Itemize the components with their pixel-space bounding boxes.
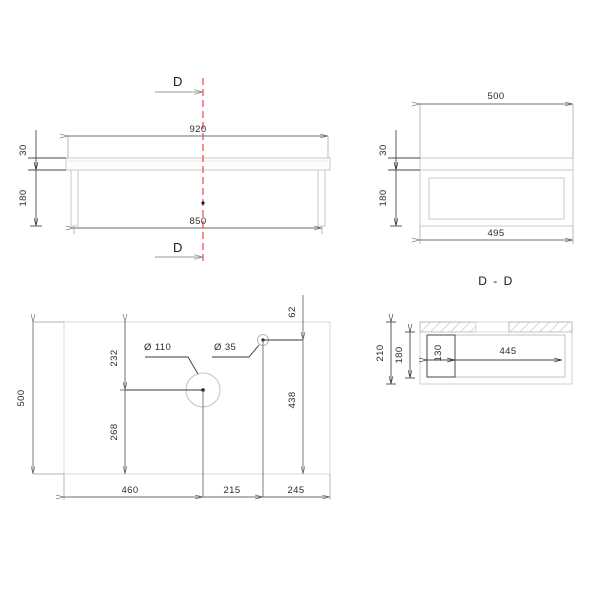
dimension-label-180-front: 180	[18, 189, 29, 206]
dimension-label-268: 268	[109, 423, 120, 440]
leader-hole-35: Ø 35	[212, 342, 260, 358]
dimension-label-210: 210	[375, 344, 386, 361]
dimension-leg-height-180: 180	[18, 170, 42, 227]
dimension-section-445: 445	[455, 346, 562, 360]
dimension-label-500-plan: 500	[16, 389, 27, 406]
dimension-label-62: 62	[287, 306, 298, 317]
view-plan: Ø 110 Ø 35 500 232 268	[16, 295, 331, 500]
dimension-label-438: 438	[287, 391, 298, 408]
dimension-label-445: 445	[499, 346, 516, 357]
callout-label-110: Ø 110	[144, 342, 171, 353]
dimension-label-920: 920	[189, 124, 206, 135]
dimension-label-245: 245	[287, 485, 304, 496]
dimension-label-30-side: 30	[378, 144, 389, 155]
dimension-section-210: 210	[375, 322, 396, 385]
dimension-label-180-section: 180	[394, 346, 405, 363]
dimension-side-thickness-30: 30	[378, 130, 420, 171]
dimension-label-180-side: 180	[378, 189, 389, 206]
callout-label-35: Ø 35	[214, 342, 236, 353]
dimension-label-130: 130	[433, 344, 444, 361]
section-marker-top: D	[155, 74, 203, 92]
leg-left	[70, 169, 79, 227]
dimension-label-30-front: 30	[18, 144, 29, 155]
dimension-label-850: 850	[189, 216, 206, 227]
tabletop-slab	[65, 157, 331, 171]
dimension-top-thickness-30: 30	[18, 130, 66, 171]
section-marker-bottom: D	[155, 240, 203, 257]
section-marker-bottom-label: D	[173, 240, 183, 255]
section-dd-title: D - D	[478, 274, 514, 288]
dimension-label-215: 215	[223, 485, 240, 496]
view-section-dd: 210 180 130 445	[375, 321, 573, 385]
dimension-side-height-180: 180	[378, 170, 402, 227]
dimension-overall-width-920: 920	[68, 124, 329, 158]
section-hatch-band	[419, 321, 573, 333]
view-front-elevation: D D 920 850	[18, 74, 331, 262]
center-point-marker	[201, 201, 205, 205]
dimension-plan-62-438: 62 438	[287, 295, 303, 474]
dimension-section-180: 180	[394, 332, 415, 379]
dimension-inner-width-850: 850	[74, 216, 323, 234]
dimension-label-495: 495	[487, 228, 504, 239]
section-marker-top-label: D	[173, 74, 183, 89]
side-body-outline	[419, 157, 574, 227]
dimension-plan-depth-500: 500	[16, 322, 64, 475]
dimension-body-depth-495: 495	[420, 226, 574, 244]
dimension-plan-chain-bottom: 460 215 245	[64, 474, 331, 500]
leg-right	[317, 169, 326, 227]
leader-hole-110: Ø 110	[144, 342, 199, 375]
dimension-label-232: 232	[109, 349, 120, 366]
dimension-label-460: 460	[121, 485, 138, 496]
dimension-label-500-side: 500	[487, 91, 504, 102]
view-side-elevation: 500 495 30 180 D	[378, 91, 574, 288]
section-inner-divider	[426, 334, 456, 378]
dimension-overall-depth-500: 500	[420, 91, 574, 158]
